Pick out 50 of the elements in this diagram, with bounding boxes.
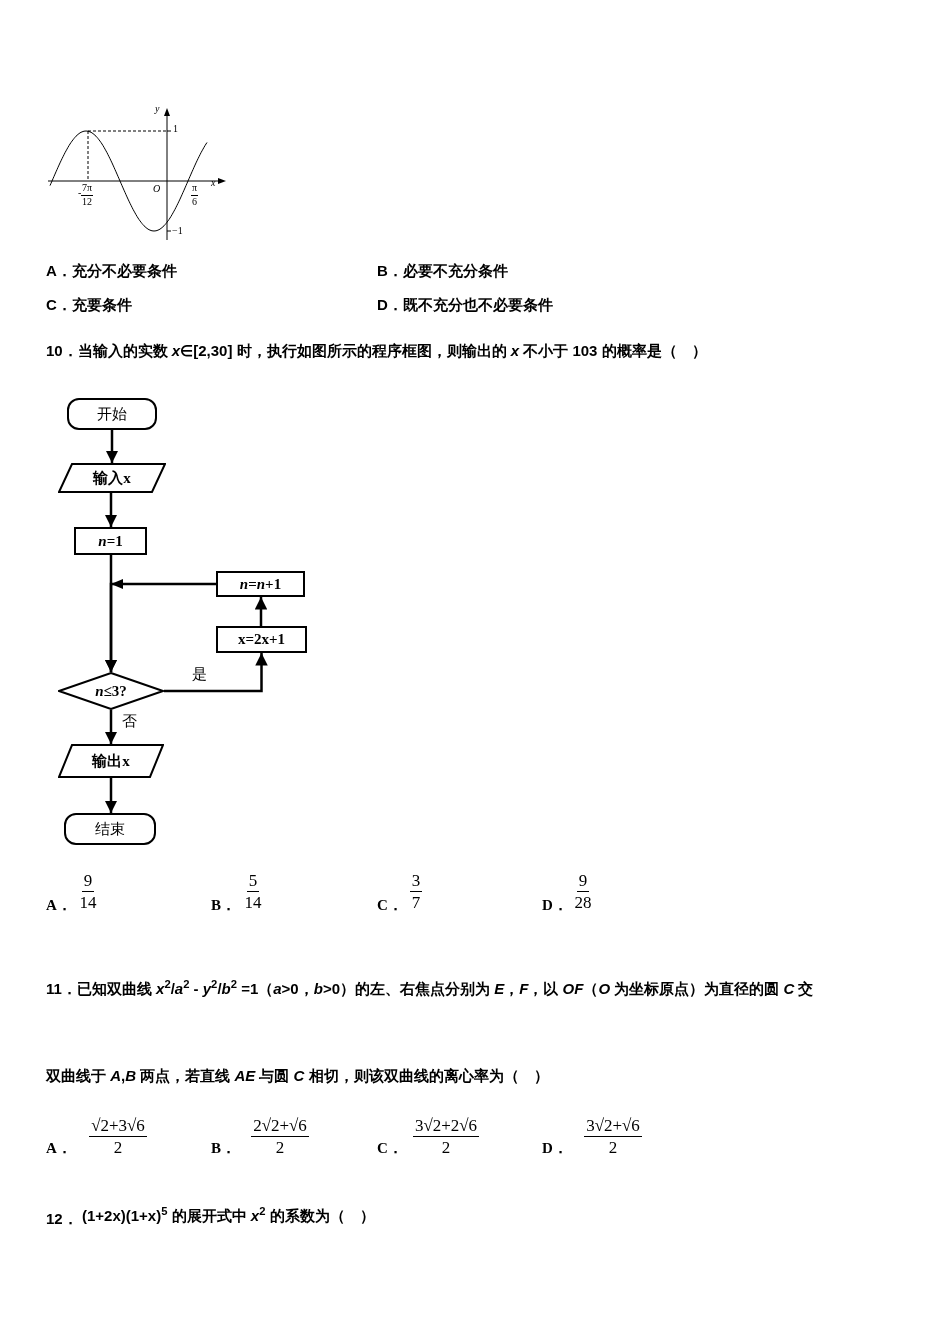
arrow (104, 493, 118, 527)
question-text: 10．当输入的实数 x∈[2,30] 时，执行如图所示的程序框图，则输出的 x 不小于 103 的概率是（ ） (46, 343, 707, 358)
arrow (105, 430, 119, 463)
axis-label: y (155, 104, 160, 114)
tick-label: - (78, 188, 82, 198)
option-letter: A． (46, 1141, 72, 1156)
fraction: 3√2+√6 2 (583, 1115, 643, 1159)
tick-fraction: π 6 (191, 182, 199, 208)
axis-label: x (211, 178, 216, 188)
option-letter: C． (377, 1141, 403, 1156)
answer-option: D．既不充分也不必要条件 (377, 297, 553, 312)
process-box: n=n+1 (216, 571, 305, 597)
process-box: n=1 (74, 527, 147, 555)
fraction: 3 7 (408, 870, 424, 914)
answer-option: C．充要条件 (46, 297, 132, 312)
arrow (254, 597, 268, 626)
process-box: x=2x+1 (216, 626, 307, 653)
edge-label: 否 (120, 713, 139, 728)
fraction: 5 14 (243, 870, 263, 914)
edge-label: 是 (190, 666, 209, 681)
fraction: 9 14 (78, 870, 98, 914)
fraction: 2√2+√6 2 (250, 1115, 310, 1159)
tick-fraction: 7π 12 (81, 182, 94, 208)
decision-diamond: n≤3? (58, 672, 164, 710)
io-parallelogram: 输入x (58, 463, 166, 493)
arrow (104, 579, 216, 672)
terminal-box: 结束 (64, 813, 156, 845)
option-letter: C． (377, 898, 403, 913)
answer-option: A．充分不必要条件 (46, 263, 177, 278)
arrow (164, 653, 268, 693)
arrow (104, 778, 118, 813)
option-letter: A． (46, 898, 72, 913)
option-letter: B． (211, 1141, 236, 1156)
option-letter: B． (211, 898, 236, 913)
question-text: 11．已知双曲线 x$^{2}$/a$^{2}$ - y$^{2}$/b$^{2}$ =1（a>0，b>0）的左、右焦点分别为 E，F，以 OF（O 为坐标原点）为直径的圆 C 交 (46, 981, 814, 996)
io-parallelogram: 输出x (58, 744, 164, 778)
fraction: 9 28 (573, 870, 593, 914)
tick-label: −1 (172, 226, 183, 236)
option-letter: D． (542, 1141, 568, 1156)
tick-label: 1 (173, 124, 178, 134)
answer-option: B．必要不充分条件 (377, 263, 508, 278)
option-letter: D． (542, 898, 568, 913)
fraction: √2+3√6 2 (88, 1115, 148, 1159)
arrow (104, 710, 118, 744)
question-text: (1+2x)(1+x)$^{5}$ 的展开式中 x$^{2}$ 的系数为（ ） (82, 1208, 375, 1223)
question-text: 双曲线于 A,B 两点，若直线 AE 与圆 C 相切，则该双曲线的离心率为（ ） (46, 1068, 549, 1083)
origin-label: O (153, 184, 161, 194)
terminal-box: 开始 (67, 398, 157, 430)
question-number: 12． (46, 1211, 78, 1226)
fraction: 3√2+2√6 2 (411, 1115, 481, 1159)
